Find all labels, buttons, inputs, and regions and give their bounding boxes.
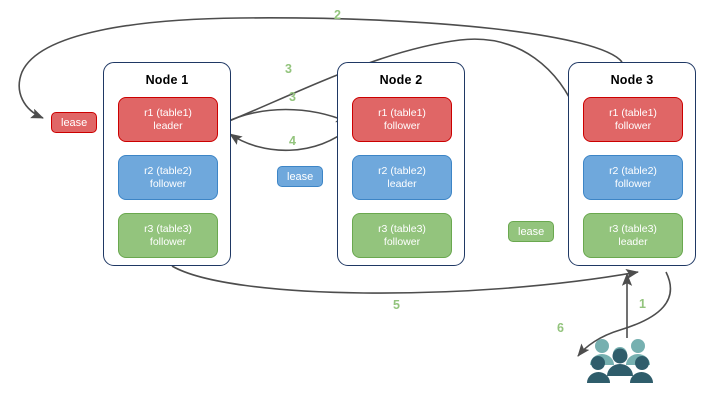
users-icon [587, 339, 653, 383]
node2-range-r3-line1: r3 (table3) [378, 222, 426, 235]
node3-range-r2-line2: follower [614, 177, 652, 190]
lease-badge-green[interactable]: lease [508, 221, 555, 242]
node3-range-r2[interactable]: r2 (table2) follower [583, 155, 683, 200]
node1-range-r3-line2: follower [149, 235, 187, 248]
node1-range-r1-line2: leader [153, 119, 183, 132]
lease-badge-red[interactable]: lease [51, 112, 98, 133]
arrow-step-6 [577, 271, 672, 357]
step-label-1: 1 [639, 297, 646, 311]
node-card-node2[interactable]: Node 2 r1 (table1) follower r2 (table2) … [337, 62, 465, 266]
node3-range-r3[interactable]: r3 (table3) leader [583, 213, 683, 258]
node1-range-r2-line1: r2 (table2) [144, 164, 192, 177]
node2-title: Node 2 [379, 73, 423, 87]
node1-range-r3-line1: r3 (table3) [144, 222, 192, 235]
arrow-step-5 [171, 265, 639, 294]
arrow-step-3-to-node2 [221, 108, 349, 125]
step-label-3-lower: 3 [289, 90, 296, 104]
lease-badge-blue[interactable]: lease [277, 166, 324, 187]
node2-range-r3-line2: follower [383, 235, 421, 248]
node1-range-r1[interactable]: r1 (table1) leader [118, 97, 218, 142]
step-label-4: 4 [289, 134, 296, 148]
node-card-node1[interactable]: Node 1 r1 (table1) leader r2 (table2) fo… [103, 62, 231, 266]
node3-range-r1-line1: r1 (table1) [609, 106, 657, 119]
node1-range-r3[interactable]: r3 (table3) follower [118, 213, 218, 258]
node2-range-r2[interactable]: r2 (table2) leader [352, 155, 452, 200]
arrow-step-2 [18, 17, 623, 119]
node3-range-r3-line2: leader [618, 235, 648, 248]
node2-range-r3[interactable]: r3 (table3) follower [352, 213, 452, 258]
node1-title: Node 1 [145, 73, 189, 87]
node1-range-r1-line1: r1 (table1) [144, 106, 192, 119]
step-label-6: 6 [557, 321, 564, 335]
step-label-2: 2 [334, 8, 341, 22]
node1-range-r2-line2: follower [149, 177, 187, 190]
node3-range-r1-line2: follower [614, 119, 652, 132]
node2-range-r2-line2: leader [387, 177, 417, 190]
node3-range-r3-line1: r3 (table3) [609, 222, 657, 235]
node2-range-r1[interactable]: r1 (table1) follower [352, 97, 452, 142]
node1-range-r2[interactable]: r2 (table2) follower [118, 155, 218, 200]
node3-title: Node 3 [610, 73, 654, 87]
node2-range-r2-line1: r2 (table2) [378, 164, 426, 177]
node-card-node3[interactable]: Node 3 r1 (table1) follower r2 (table2) … [568, 62, 696, 266]
arrow-step-3-to-node3 [221, 38, 579, 125]
node3-range-r2-line1: r2 (table2) [609, 164, 657, 177]
node3-range-r1[interactable]: r1 (table1) follower [583, 97, 683, 142]
node2-range-r1-line2: follower [383, 119, 421, 132]
step-label-5: 5 [393, 298, 400, 312]
node2-range-r1-line1: r1 (table1) [378, 106, 426, 119]
step-label-3-upper: 3 [285, 62, 292, 76]
